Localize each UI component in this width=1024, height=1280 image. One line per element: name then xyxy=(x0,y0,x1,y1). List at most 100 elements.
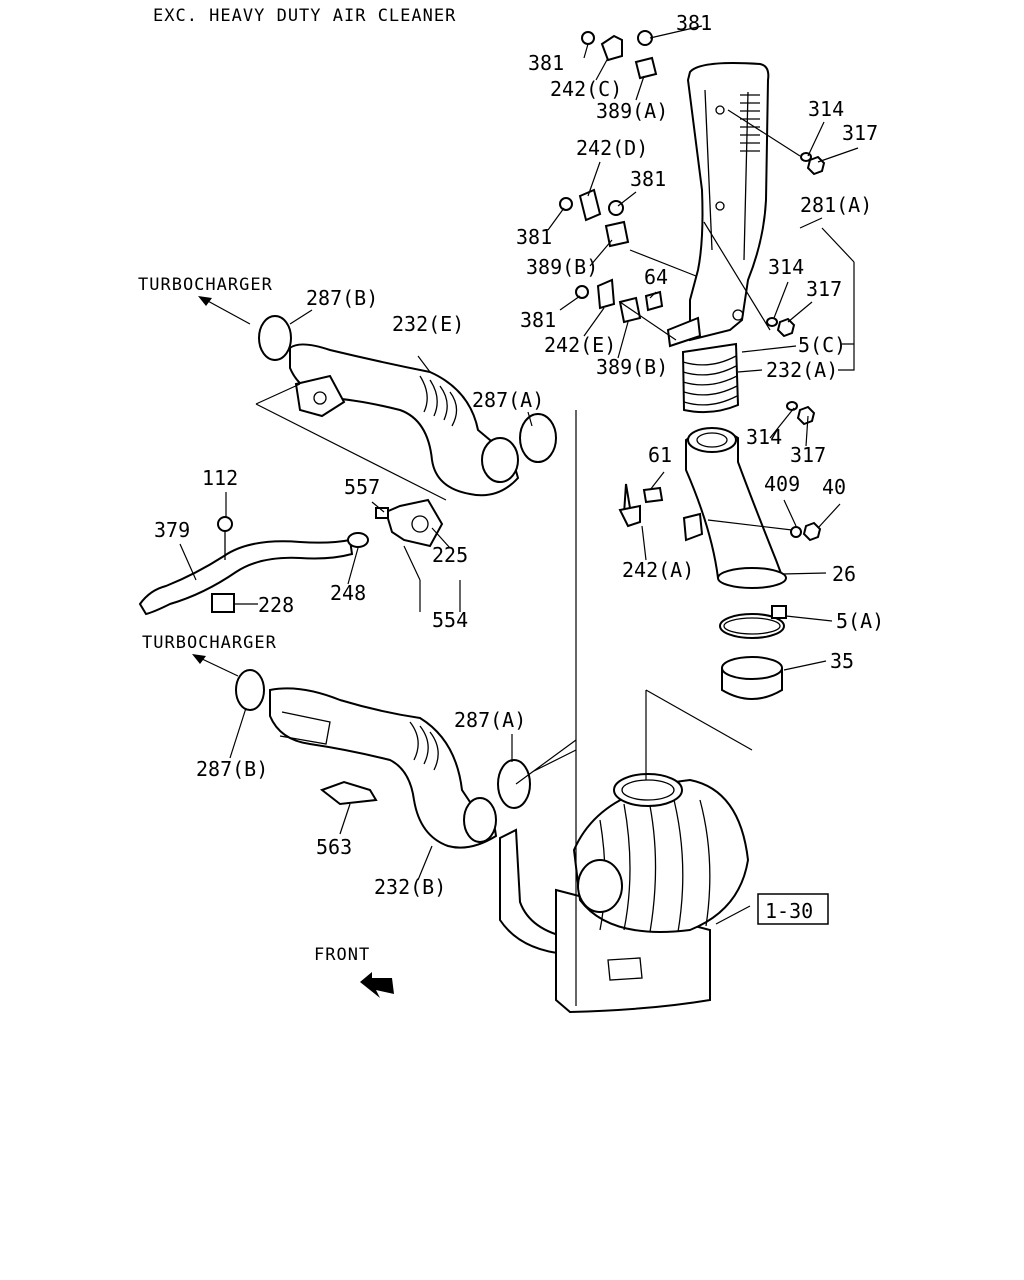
air-cleaner-assembly xyxy=(499,773,750,1014)
callout-label-38: 287(A) xyxy=(454,708,526,732)
callout-leader-17 xyxy=(617,321,629,359)
callout-leader-30 xyxy=(783,660,827,671)
callout-label-9: 281(A) xyxy=(800,193,872,217)
callout-label-15: 242(E) xyxy=(544,333,616,357)
callout-leader-25 xyxy=(783,499,797,527)
clamp-287b-lower xyxy=(235,669,265,711)
guide-lines xyxy=(255,109,855,1006)
hose-232a xyxy=(681,342,740,414)
elbow-hose-26 xyxy=(685,427,787,589)
callout-leader-9 xyxy=(799,217,823,229)
callout-leader-28 xyxy=(781,572,827,575)
callout-label-16: 5(C) xyxy=(798,333,846,357)
callout-leader-34 xyxy=(431,527,451,549)
callout-leader-1 xyxy=(649,25,703,39)
callout-label-28: 26 xyxy=(832,562,856,586)
callout-label-12: 314 xyxy=(768,255,804,279)
callout-leader-33 xyxy=(179,543,197,581)
callout-label-35: 248 xyxy=(330,581,366,605)
callout-leader-19 xyxy=(289,309,313,325)
callout-label-29: 5(A) xyxy=(836,609,884,633)
callout-label-4: 314 xyxy=(808,97,844,121)
breather-hose-379 xyxy=(138,516,354,616)
front-label: FRONT xyxy=(314,945,370,965)
callout-label-40: 563 xyxy=(316,835,352,859)
callout-label-1: 381 xyxy=(676,11,712,35)
callout-label-18: 232(A) xyxy=(766,358,838,382)
callout-label-36: 228 xyxy=(258,593,294,617)
callout-label-23: 317 xyxy=(790,443,826,467)
callout-leader-21 xyxy=(527,411,533,427)
callout-label-27: 242(A) xyxy=(622,558,694,582)
callout-leader-14 xyxy=(559,295,581,311)
callout-leader-10 xyxy=(589,239,613,267)
turbocharger-label-lower: TURBOCHARGER xyxy=(142,633,277,653)
turbocharger-label-upper: TURBOCHARGER xyxy=(138,275,273,295)
callout-leader-20 xyxy=(417,355,431,373)
fitting-assembly-554 xyxy=(347,498,444,548)
callout-leader-8 xyxy=(547,207,565,231)
callout-label-6: 242(D) xyxy=(576,136,648,160)
callout-label-7: 381 xyxy=(630,167,666,191)
callout-leader-0 xyxy=(583,43,589,59)
callout-leader-26 xyxy=(817,503,841,529)
callout-leader-40 xyxy=(339,803,351,835)
diagram-title: EXC. HEAVY DUTY AIR CLEANER xyxy=(153,6,456,26)
callout-leader-22 xyxy=(769,407,795,439)
callout-leader-18 xyxy=(737,369,763,373)
clamp-287b-upper xyxy=(258,315,292,361)
callout-label-5: 317 xyxy=(842,121,878,145)
callout-label-13: 317 xyxy=(806,277,842,301)
callout-leader-16 xyxy=(741,345,797,353)
callout-label-17: 389(B) xyxy=(596,355,668,379)
callout-label-41: 232(B) xyxy=(374,875,446,899)
hose-232e xyxy=(289,343,520,497)
callout-label-37: 554 xyxy=(432,608,468,632)
clamp-5a xyxy=(719,605,787,639)
reference-box-label: 1-30 xyxy=(765,899,813,923)
callout-label-8: 381 xyxy=(516,225,552,249)
callout-leader-27 xyxy=(641,525,647,561)
callout-leader-6 xyxy=(587,161,601,197)
callout-leader-41 xyxy=(417,845,433,881)
reference-box xyxy=(757,893,829,925)
hose-232b xyxy=(269,687,498,849)
callout-label-21: 287(A) xyxy=(472,388,544,412)
callout-label-3: 389(A) xyxy=(596,99,668,123)
callout-label-20: 232(E) xyxy=(392,312,464,336)
callout-leader-24 xyxy=(649,471,665,491)
callout-leader-39 xyxy=(229,707,247,759)
clamp-287a-upper xyxy=(519,413,557,463)
turbocharger-arrow-lower xyxy=(192,654,239,677)
callout-leader-7 xyxy=(617,191,637,207)
callout-label-22: 314 xyxy=(746,425,782,449)
callout-label-33: 379 xyxy=(154,518,190,542)
callout-leader-4 xyxy=(807,121,825,157)
callout-leader-5 xyxy=(817,147,859,163)
callout-label-25: 409 xyxy=(764,472,800,496)
callout-leader-35 xyxy=(347,547,359,585)
callout-label-19: 287(B) xyxy=(306,286,378,310)
bracket-563 xyxy=(319,780,378,806)
callout-leader-23 xyxy=(805,415,809,447)
callout-label-34: 225 xyxy=(432,543,468,567)
callout-labels: 381381242(C)389(A)314317242(D)381381281(… xyxy=(154,11,884,899)
callout-label-39: 287(B) xyxy=(196,757,268,781)
callout-leader-29 xyxy=(785,615,833,622)
callout-leader-3 xyxy=(635,75,645,101)
callout-label-31: 112 xyxy=(202,466,238,490)
callout-leader-2 xyxy=(595,57,609,81)
callout-leader-12 xyxy=(773,281,789,319)
callout-label-2: 242(C) xyxy=(550,77,622,101)
turbocharger-arrow-upper xyxy=(198,296,251,325)
callout-label-24: 61 xyxy=(648,443,672,467)
front-arrow-icon xyxy=(360,972,394,998)
callout-label-10: 389(B) xyxy=(526,255,598,279)
callout-leader-11 xyxy=(649,291,657,299)
clamp-287a-lower xyxy=(497,759,531,809)
callout-label-11: 64 xyxy=(644,265,668,289)
hardware-group-upper xyxy=(559,30,826,542)
callout-label-14: 381 xyxy=(520,308,556,332)
